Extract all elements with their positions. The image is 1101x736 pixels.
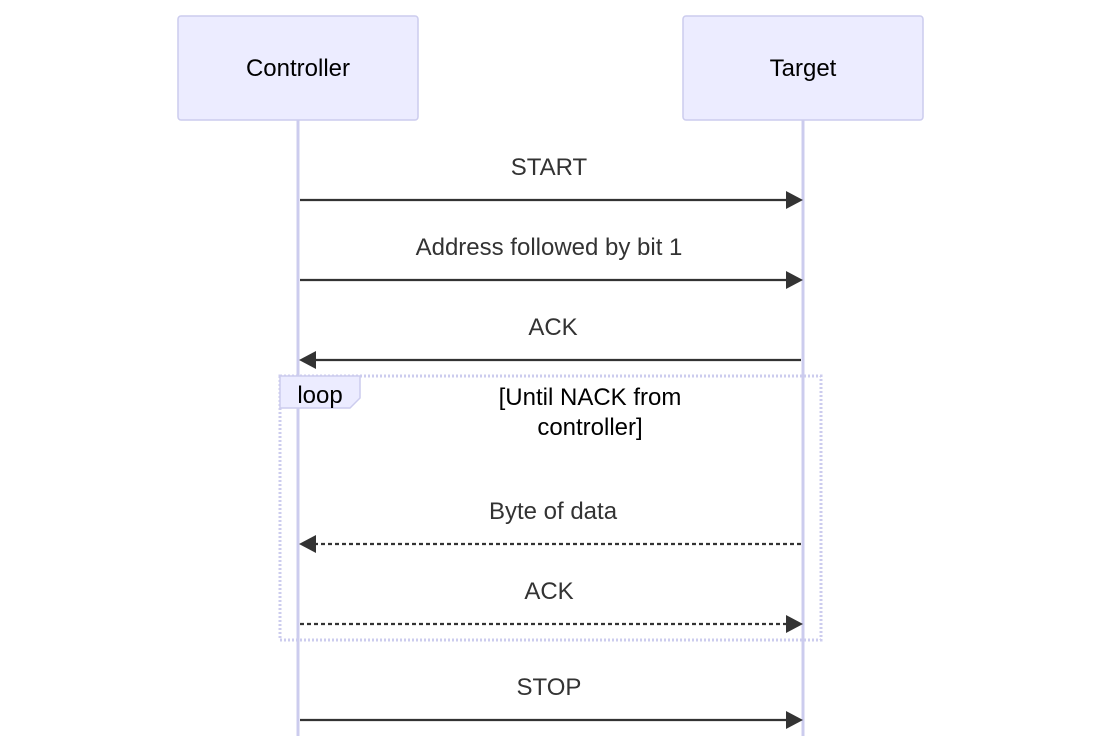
arrow-right-icon: [786, 271, 803, 289]
arrow-right-icon: [786, 191, 803, 209]
message-label: ACK: [528, 314, 577, 341]
loop-condition-line2: controller]: [537, 414, 642, 441]
loop-condition-line1: [Until NACK from: [499, 384, 682, 411]
message-label: Address followed by bit 1: [416, 234, 683, 261]
message-label: ACK: [524, 578, 573, 605]
message-byte-of-data: Byte of data: [299, 498, 801, 553]
loop-frame: loop [Until NACK from controller]: [278, 374, 823, 642]
arrow-right-icon: [786, 615, 803, 633]
message-start: START: [300, 154, 803, 209]
controller-label: Controller: [246, 55, 350, 82]
message-stop: STOP: [300, 674, 803, 729]
message-label: START: [511, 154, 588, 181]
loop-tab: [279, 375, 361, 409]
target-label: Target: [770, 55, 837, 82]
arrow-right-icon: [786, 711, 803, 729]
arrow-left-icon: [299, 351, 316, 369]
message-label: STOP: [517, 674, 582, 701]
loop-label: loop: [297, 382, 342, 409]
target-actor: Target: [682, 15, 924, 121]
message-ack-target: ACK: [299, 314, 801, 369]
arrow-left-icon: [299, 535, 316, 553]
controller-actor: Controller: [177, 15, 419, 121]
message-label: Byte of data: [489, 498, 618, 525]
message-address: Address followed by bit 1: [300, 234, 803, 289]
message-ack-controller: ACK: [300, 578, 803, 633]
